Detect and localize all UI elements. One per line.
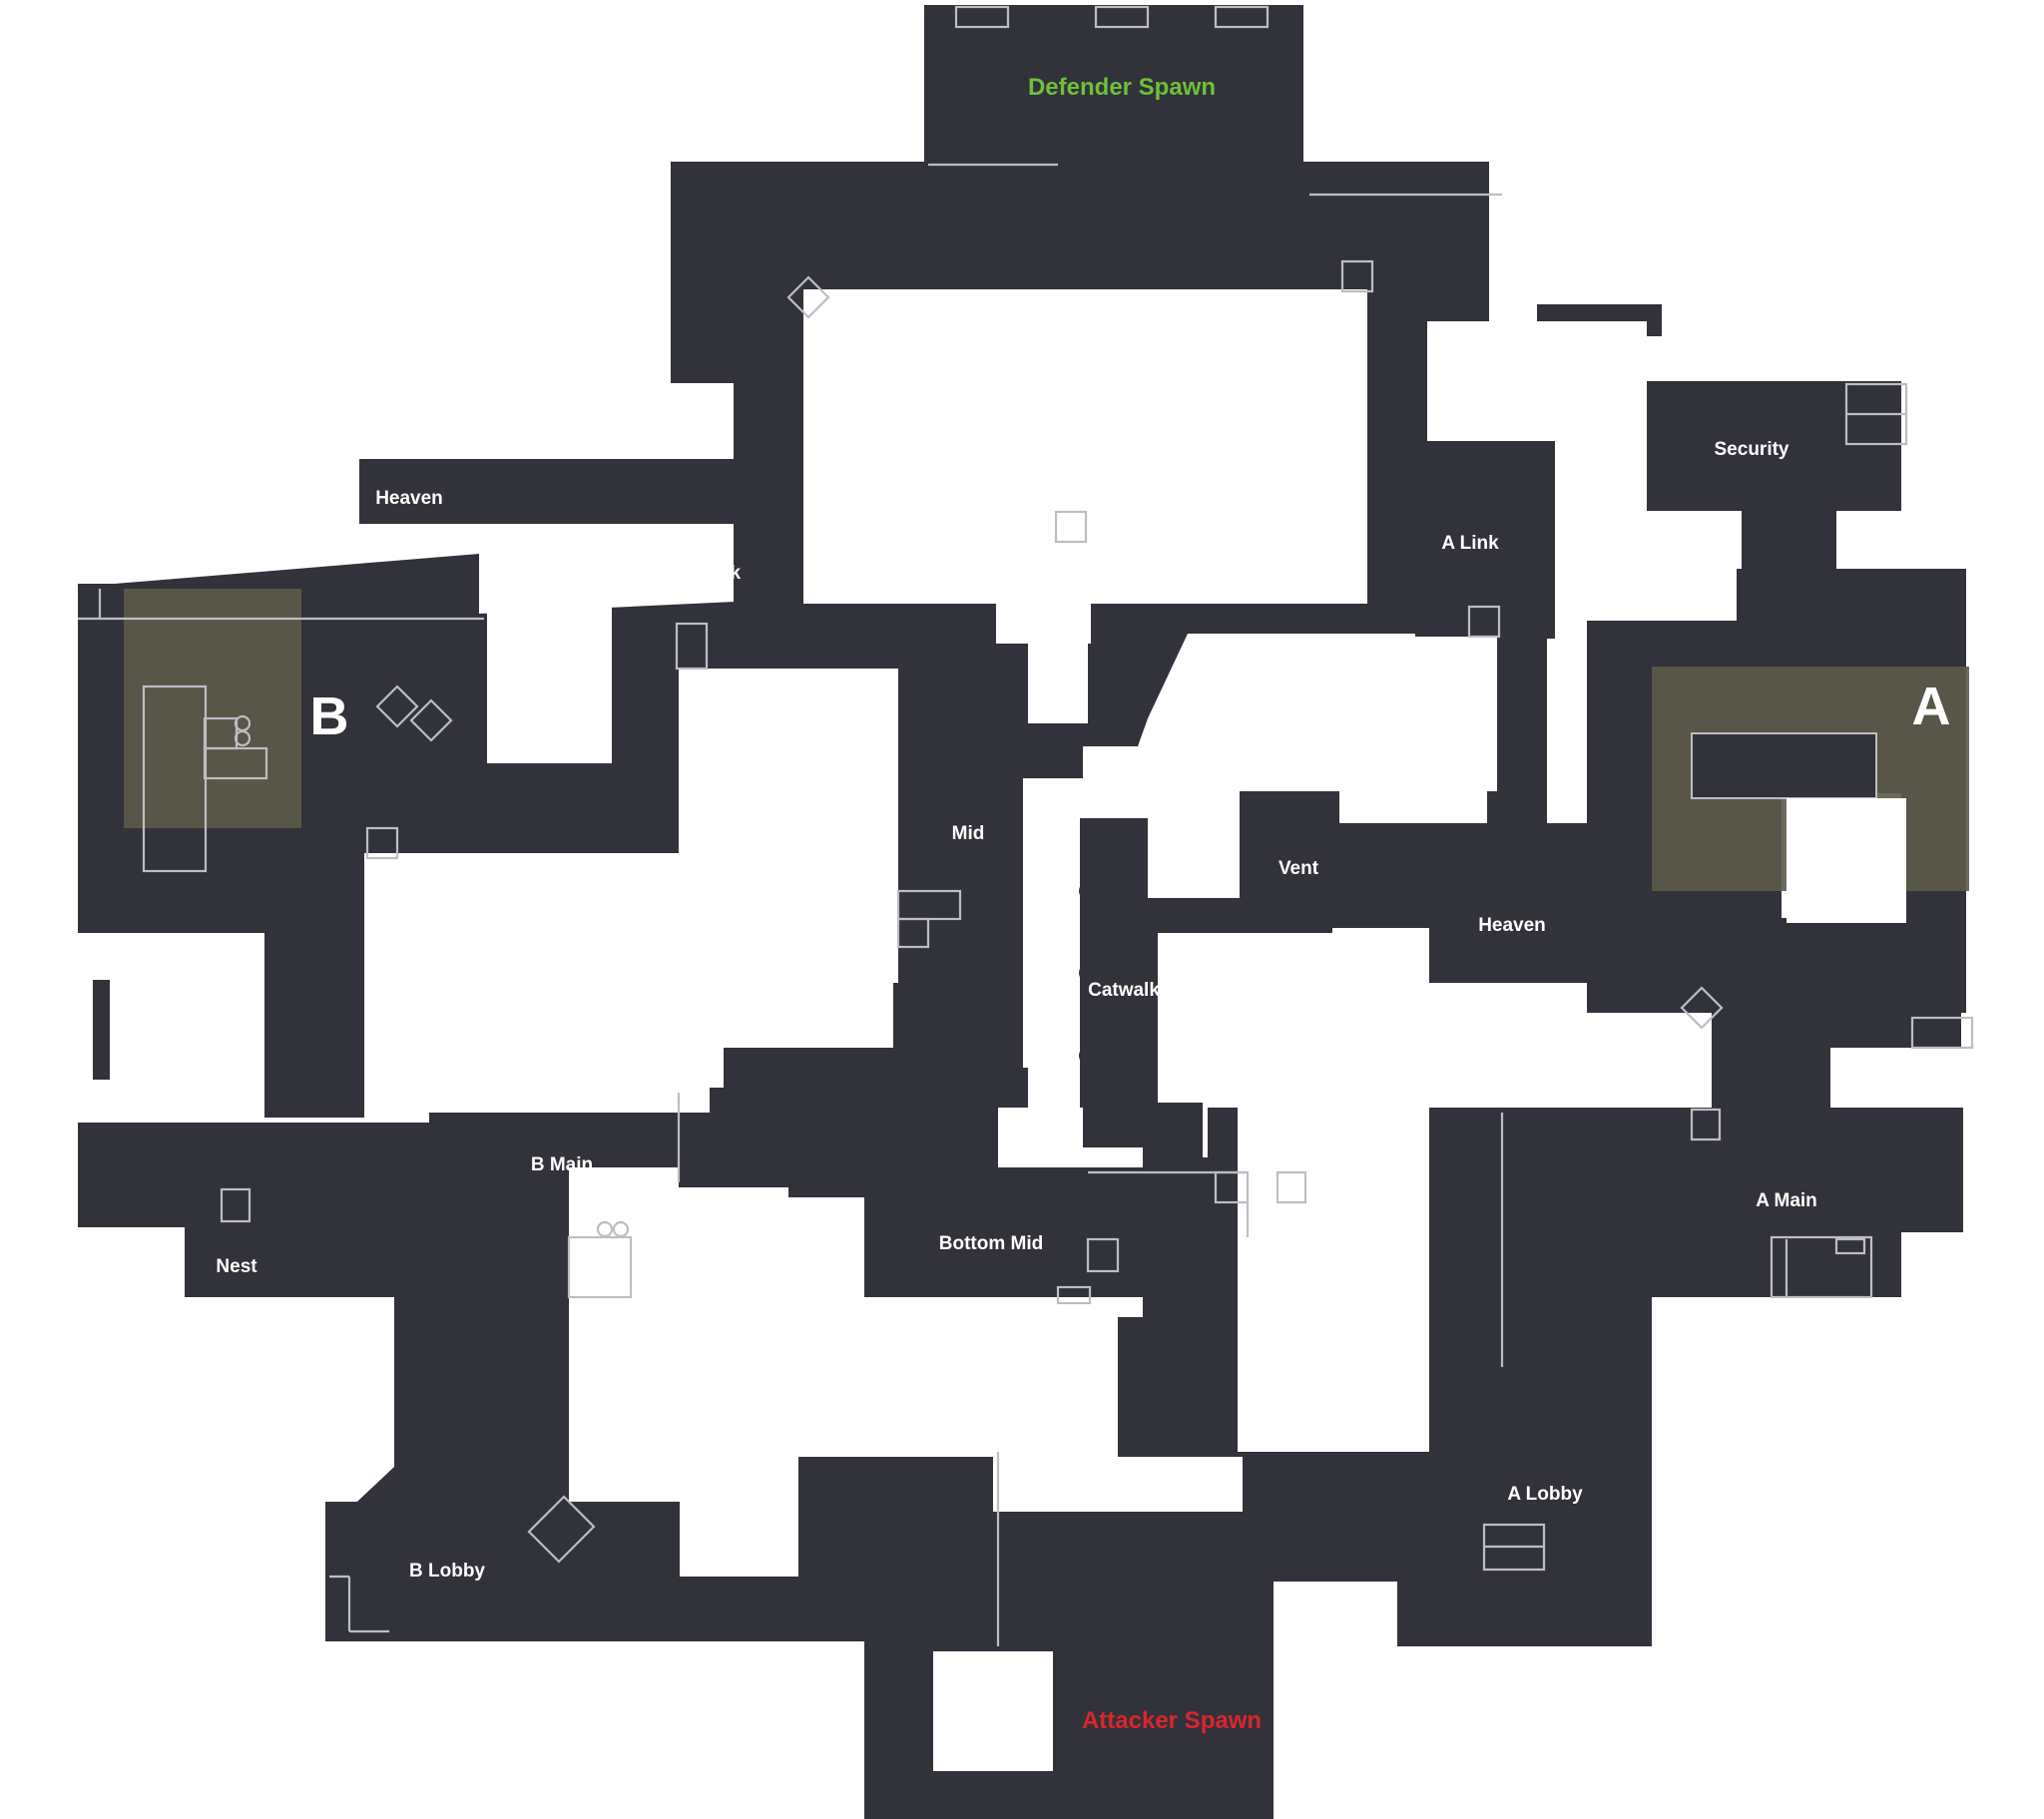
callout-a-link: A Link: [1441, 533, 1499, 554]
callout-a-lobby: A Lobby: [1507, 1484, 1583, 1505]
catwalk-markers: [1079, 882, 1097, 1065]
site-a-box: [1691, 732, 1877, 799]
map-props: [78, 5, 1974, 1646]
site-b-label: B: [309, 686, 349, 746]
callout-a-main: A Main: [1756, 1190, 1817, 1211]
callout-b-lobby: B Lobby: [409, 1561, 485, 1582]
callout-heaven-a: Heaven: [1478, 915, 1546, 936]
callout-top-mid: Top Mid: [1042, 476, 1114, 497]
callout-vent: Vent: [1278, 858, 1319, 879]
callout-b-link: B Link: [682, 563, 742, 584]
site-b-zone: [124, 589, 301, 828]
site-a-opening: [1787, 798, 1906, 923]
callout-b-main: B Main: [530, 1154, 594, 1175]
callout-mid: Mid: [951, 823, 985, 844]
attacker-spawn-label: Attacker Spawn: [1081, 1707, 1263, 1734]
callout-security: Security: [1714, 439, 1789, 460]
callout-catwalk: Catwalk: [1088, 980, 1160, 1001]
site-zones: [124, 589, 1969, 923]
defender-spawn-label: Defender Spawn: [1027, 74, 1217, 101]
callout-nest: Nest: [216, 1256, 257, 1277]
callout-heaven-b: Heaven: [375, 488, 443, 509]
map-voids: [365, 289, 1975, 1771]
site-a-label: A: [1911, 677, 1951, 736]
callout-bottom-mid: Bottom Mid: [938, 1233, 1044, 1254]
